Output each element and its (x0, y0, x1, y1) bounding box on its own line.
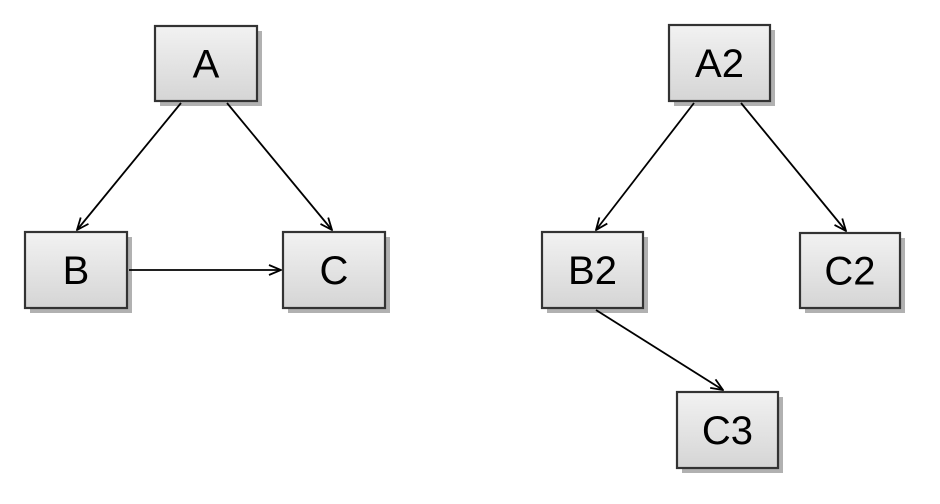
node-label: A2 (695, 42, 744, 86)
node-B2[interactable]: B2 (540, 230, 648, 313)
edge-line (77, 102, 182, 230)
node-box (153, 24, 259, 103)
node-C2[interactable]: C2 (798, 231, 905, 313)
edge-A-B[interactable] (77, 102, 182, 230)
node-label: B2 (568, 249, 617, 293)
node-label: C (320, 249, 349, 293)
node-label: C2 (824, 250, 875, 294)
edge-A2-B2[interactable] (596, 102, 695, 230)
node-C[interactable]: C (281, 230, 390, 313)
edge-line (740, 102, 846, 231)
node-box (23, 230, 129, 310)
left-graph: A B C (23, 24, 390, 313)
edge-line (226, 102, 332, 230)
edge-A-C[interactable] (226, 102, 332, 230)
edge-line (595, 309, 723, 390)
edge-B2-C3[interactable] (595, 309, 723, 390)
node-box (798, 231, 902, 310)
node-label: B (63, 249, 90, 293)
node-box (675, 390, 780, 470)
node-label: C3 (702, 409, 753, 453)
node-C3[interactable]: C3 (675, 390, 783, 473)
node-box (667, 23, 772, 103)
edge-A2-C2[interactable] (740, 102, 846, 231)
edge-line (596, 102, 695, 230)
node-label: A (193, 43, 220, 87)
node-box (540, 230, 645, 310)
node-A2[interactable]: A2 (667, 23, 775, 106)
node-A[interactable]: A (153, 24, 262, 106)
node-B[interactable]: B (23, 230, 132, 313)
node-box (281, 230, 387, 310)
